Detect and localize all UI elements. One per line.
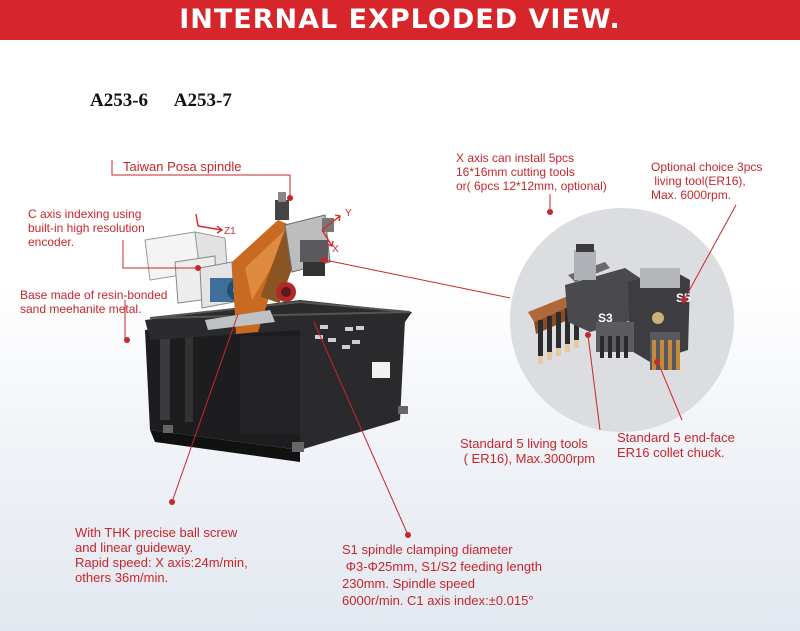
callout-spindle: Taiwan Posa spindle bbox=[123, 159, 242, 174]
machine-illustration bbox=[144, 192, 412, 462]
axis-x-label: X bbox=[332, 244, 339, 255]
callout-dots bbox=[124, 195, 687, 538]
model-a253-7: A253-7 bbox=[173, 90, 232, 111]
callout-end-face: Standard 5 end-face ER16 collet chuck. bbox=[617, 430, 735, 460]
callout-x-axis: X axis can install 5pcs 16*16mm cutting … bbox=[456, 151, 607, 193]
callout-base: Base made of resin-bonded sand meehanite… bbox=[20, 288, 168, 316]
machine-table-top bbox=[145, 300, 412, 340]
model-numbers: A253-6 A253-7 bbox=[90, 90, 254, 112]
axis-y-label: Y bbox=[345, 208, 352, 219]
station-tag-s3: S3 bbox=[598, 311, 613, 325]
motor bbox=[574, 250, 596, 280]
machine-base-right bbox=[300, 318, 405, 450]
axis-arrows bbox=[195, 213, 341, 247]
callout-ball-screw: With THK precise ball screw and linear g… bbox=[75, 525, 248, 585]
turret-body bbox=[565, 268, 640, 332]
callout-optional-living-tool: Optional choice 3pcs living tool(ER16), … bbox=[651, 160, 763, 202]
callout-living-tools: Standard 5 living tools ( ER16), Max.300… bbox=[460, 436, 596, 466]
model-a253-6: A253-6 bbox=[90, 90, 149, 111]
axis-z1-label: Z1 bbox=[224, 226, 236, 237]
leader-lines bbox=[111, 160, 737, 536]
tool-head-zoom bbox=[528, 244, 690, 370]
callout-clamping: S1 spindle clamping diameter Φ3-Φ25mm, S… bbox=[342, 542, 542, 608]
callout-c-axis: C axis indexing using built-in high reso… bbox=[28, 207, 145, 249]
banner-title: INTERNAL EXPLODED VIEW. bbox=[0, 0, 800, 40]
